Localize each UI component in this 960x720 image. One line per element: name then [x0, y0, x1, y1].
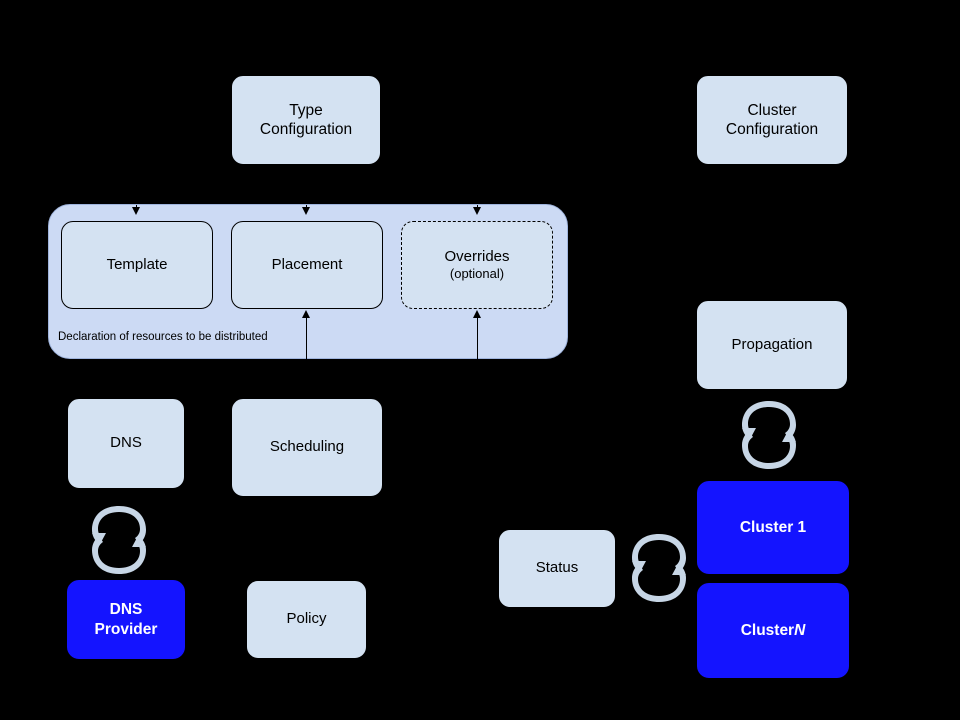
group-caption: Declaration of resources to be distribut…	[58, 331, 268, 343]
node-placement[interactable]: Placement	[231, 221, 383, 309]
node-overrides-sublabel: (optional)	[449, 266, 505, 282]
node-dns-provider[interactable]: DNS Provider	[67, 580, 185, 659]
arrowhead-placement-bottom	[301, 310, 310, 318]
connector-scheduling-to-placement	[306, 315, 307, 359]
node-status[interactable]: Status	[498, 529, 616, 608]
node-cluster-1[interactable]: Cluster 1	[697, 481, 849, 574]
node-policy[interactable]: Policy	[246, 580, 367, 659]
arrowhead-overrides	[472, 207, 481, 215]
connector-typeconfig-to-placement	[306, 196, 307, 208]
node-cluster-n[interactable]: Cluster N	[697, 583, 849, 678]
node-cluster-n-suffix: N	[794, 621, 806, 639]
connector-typeconfig-to-overrides	[477, 196, 478, 208]
arrowhead-overrides-bottom	[472, 310, 481, 318]
node-propagation[interactable]: Propagation	[696, 300, 848, 390]
arrowhead-template	[131, 207, 140, 215]
node-scheduling[interactable]: Scheduling	[231, 398, 383, 497]
node-dns[interactable]: DNS	[67, 398, 185, 489]
node-template[interactable]: Template	[61, 221, 213, 309]
arrowhead-placement	[301, 207, 310, 215]
node-cluster-n-prefix: Cluster	[740, 621, 795, 639]
sync-icon-dns	[88, 500, 150, 580]
node-type-configuration[interactable]: Type Configuration	[231, 75, 381, 165]
node-overrides-label: Overrides	[444, 247, 510, 265]
node-overrides[interactable]: Overrides (optional)	[401, 221, 553, 309]
sync-icon-status	[628, 528, 690, 608]
connector-policy-to-overrides	[477, 315, 478, 359]
sync-icon-propagation	[738, 395, 800, 475]
node-cluster-configuration[interactable]: Cluster Configuration	[696, 75, 848, 165]
connector-typeconfig-to-template	[136, 196, 137, 208]
